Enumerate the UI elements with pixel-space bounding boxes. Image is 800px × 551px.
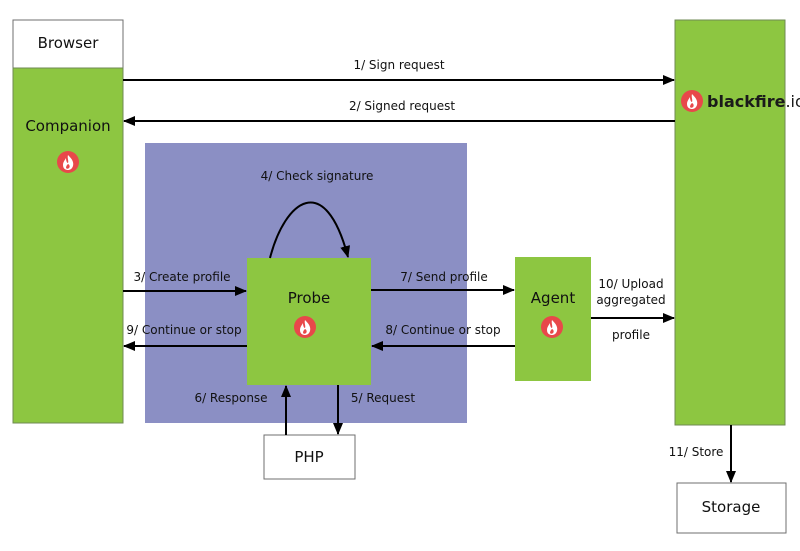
label-upload-line1: 10/ Upload xyxy=(598,277,663,291)
arrow-check-signature xyxy=(269,201,351,259)
agent-label: Agent xyxy=(531,289,576,307)
label-send-profile: 7/ Send profile xyxy=(400,270,487,284)
label-request: 5/ Request xyxy=(351,391,416,405)
label-response: 6/ Response xyxy=(194,391,267,405)
blackfire-flame-icon xyxy=(681,90,703,112)
label-continue-or-stop-right: 8/ Continue or stop xyxy=(385,323,500,337)
companion-box xyxy=(12,67,124,424)
browser-box xyxy=(12,19,124,69)
probe-flame-icon xyxy=(294,316,316,338)
storage-box xyxy=(676,482,787,534)
label-check-signature: 4/ Check signature xyxy=(261,169,374,183)
label-upload-line2: aggregated xyxy=(596,293,665,307)
companion-flame-icon xyxy=(57,151,79,173)
blackfire-brand: blackfire.io xyxy=(707,92,800,111)
label-signed-request: 2/ Signed request xyxy=(349,99,455,113)
label-create-profile: 3/ Create profile xyxy=(133,270,230,284)
probe-label: Probe xyxy=(288,289,331,307)
blackfire-brand-tld: .io xyxy=(785,92,800,111)
label-sign-request: 1/ Sign request xyxy=(353,58,444,72)
label-upload-line3: profile xyxy=(612,328,650,342)
php-box xyxy=(263,434,356,480)
companion-label: Companion xyxy=(25,117,110,135)
label-store: 11/ Store xyxy=(669,445,724,459)
blackfire-brand-name: blackfire xyxy=(707,92,786,111)
agent-flame-icon xyxy=(541,316,563,338)
php-label: PHP xyxy=(294,448,323,466)
storage-label: Storage xyxy=(702,498,761,516)
label-continue-or-stop-left: 9/ Continue or stop xyxy=(126,323,241,337)
browser-label: Browser xyxy=(38,34,100,52)
blackfire-box xyxy=(674,19,786,426)
